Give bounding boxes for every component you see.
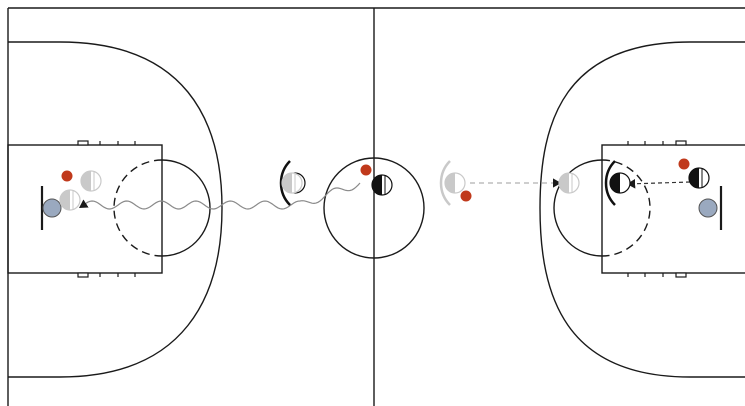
circle-coach-icon xyxy=(698,198,718,218)
left-dribble-path xyxy=(78,182,361,210)
player-light-icon xyxy=(281,172,303,194)
block-right-bottom xyxy=(675,272,687,278)
block-right-top xyxy=(675,140,687,146)
ball-icon xyxy=(678,158,690,170)
right-move-path xyxy=(626,178,691,189)
circle-coach-icon xyxy=(42,198,62,218)
block-left-bottom xyxy=(77,272,89,278)
drill-pieces xyxy=(42,158,718,218)
key-left xyxy=(7,144,163,274)
free-throw-circle-left-solid xyxy=(161,159,211,257)
player-light-icon xyxy=(558,172,580,194)
court-lines xyxy=(7,7,745,406)
player-dark-icon xyxy=(371,174,393,196)
ball-icon xyxy=(460,190,472,202)
lane-hash-marks xyxy=(77,140,687,278)
player-light-icon xyxy=(59,189,81,211)
defender-light-icon xyxy=(439,160,466,206)
defender-dark-icon xyxy=(604,160,631,206)
free-throw-circle-left-dashed xyxy=(113,159,163,257)
ball-icon xyxy=(360,164,372,176)
center-circle xyxy=(323,157,425,259)
player-light-icon xyxy=(80,170,102,192)
movement-paths xyxy=(78,178,691,210)
block-left-top xyxy=(77,140,89,146)
three-point-line-left xyxy=(8,41,223,378)
free-throw-circle-right-solid xyxy=(553,159,603,257)
key-right xyxy=(601,144,745,274)
ball-icon xyxy=(61,170,73,182)
player-dark-icon xyxy=(688,167,710,189)
three-point-line-right xyxy=(539,41,745,378)
